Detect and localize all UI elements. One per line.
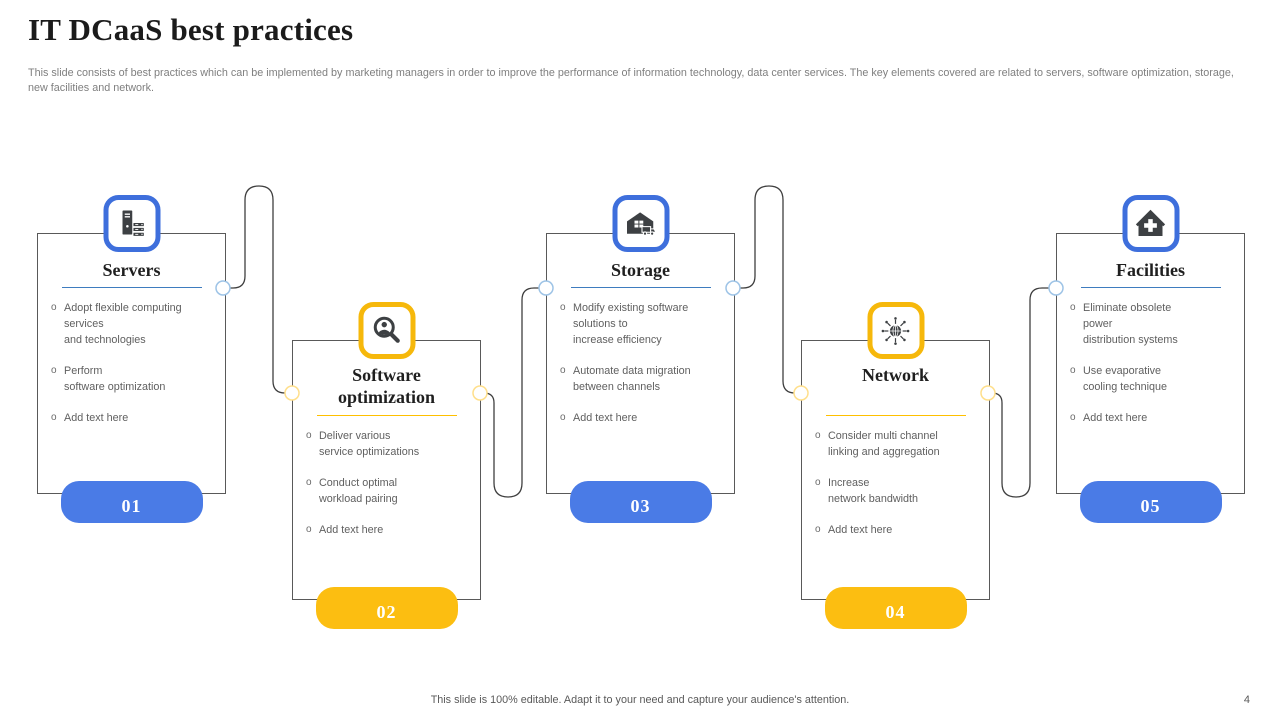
network-globe-icon-frame [867,302,924,359]
bullet-icon: o [1070,365,1076,376]
search-person-icon-frame [358,302,415,359]
connector-3-4 [733,185,801,394]
facility-house-icon-frame [1122,195,1179,252]
bullet-icon: o [306,524,312,535]
card-title: Storage [611,260,670,280]
title-underline [61,287,202,288]
number-badge: 01 [60,481,203,523]
card-title: Software optimization [338,365,435,407]
bullet-icon: o [1070,412,1076,423]
server-icon-frame [103,195,160,252]
bullet-icon: o [560,412,566,423]
bullet-icon: o [815,477,821,488]
number-badge: 05 [1079,481,1222,523]
number-badge: 02 [315,587,458,629]
facility-house-icon [1135,209,1166,236]
title-underline [1080,287,1221,288]
editable-note: This slide is 100% editable. Adapt it to… [430,694,850,706]
title-underline [825,415,966,416]
card-title: Facilities [1116,260,1185,280]
bullet-icon: o [560,302,566,313]
bullet-icon: o [306,430,312,441]
bullet-icon: o [51,365,57,376]
bullet-icon: o [1070,302,1076,313]
card-title: Servers [102,260,161,280]
title-underline [316,415,457,416]
page-number: 4 [1243,694,1250,706]
warehouse-truck-icon [627,211,656,236]
connector-4-5 [988,287,1056,498]
bullet-icon: o [815,430,821,441]
number-badge: 04 [824,587,967,629]
card-title: Network [862,365,929,385]
connector-1-2 [223,185,292,394]
search-person-icon [373,316,400,343]
server-icon [122,210,145,237]
number-badge: 03 [569,481,712,523]
bullet-icon: o [815,524,821,535]
network-globe-icon [881,316,910,345]
bullet-icon: o [560,365,566,376]
page-title: IT DCaaS best practices [28,12,354,47]
connector-2-3 [480,287,546,498]
warehouse-truck-icon-frame [612,195,669,252]
slide-subtitle: This slide consists of best practices wh… [28,67,1234,94]
bullet-icon: o [51,412,57,423]
title-underline [570,287,711,288]
bullet-icon: o [51,302,57,313]
bullet-icon: o [306,477,312,488]
